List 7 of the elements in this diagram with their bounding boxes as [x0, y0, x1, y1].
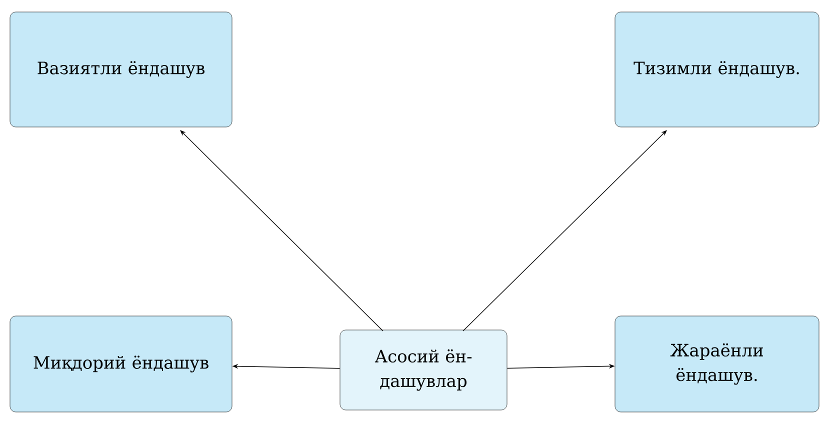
process-box: Вазиятли ёндашув — [10, 12, 232, 128]
process-box: Тизимли ёндашув. — [614, 12, 820, 128]
arrow — [180, 130, 384, 332]
process-box: Жараёнли ёндашув. — [614, 316, 820, 412]
process-box: Асосий ён-дашувлар — [340, 330, 508, 410]
arrow — [462, 130, 667, 332]
process-box: Миқдорий ёндашув — [10, 316, 232, 412]
